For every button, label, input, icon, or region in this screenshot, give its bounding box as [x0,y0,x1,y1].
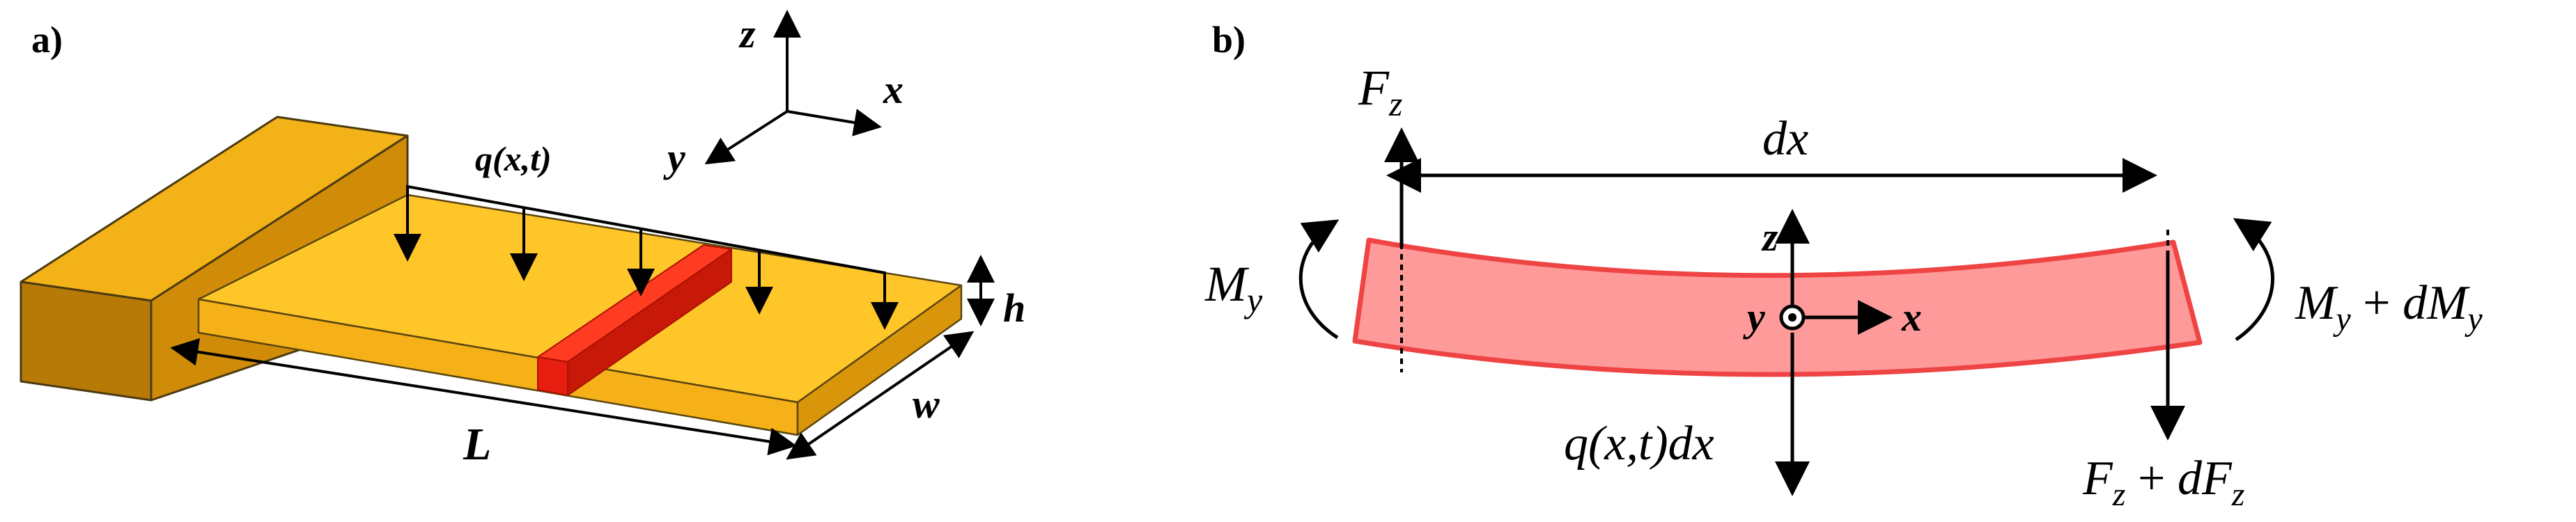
clamp-front-face [20,280,153,402]
out-of-plane-y-symbol [1779,304,1806,331]
width-dimension-arrow [786,331,975,460]
panel-b: b) dx Fz My My + dMy Fz + dFz z y x [1204,19,2483,513]
left-moment-arrow [1298,219,1340,340]
thickness-label-h: h [1003,285,1025,331]
right-shear-dbase: dF [2178,452,2233,505]
panel-b-label: b) [1212,19,1246,61]
triad-z-label: z [738,11,756,56]
right-shear-base: F [2082,452,2113,505]
left-shear-label: Fz [1358,60,1402,123]
local-x-label: x [1901,294,1922,340]
right-shear-dsub: z [2231,476,2245,513]
right-moment-base: M [2295,276,2338,330]
left-moment-sub: y [1243,280,1263,319]
right-moment-sub: y [2332,301,2351,338]
local-y-label: y [1743,294,1765,340]
y-axis-dot [1788,313,1797,322]
right-shear-label: Fz + dFz [2082,452,2245,513]
left-moment-label: My [1204,256,1263,319]
panel-a-label: a) [31,19,63,61]
width-label-w: w [913,381,940,427]
right-moment-dsub: y [2464,301,2483,338]
triad-y-label: y [663,135,685,180]
right-shear-sub: z [2112,476,2126,513]
right-moment-arrow [2233,218,2274,342]
left-moment-base: M [1204,256,1250,312]
dx-label: dx [1762,112,1808,166]
right-moment-label: My + dMy [2295,276,2483,338]
left-shear-base: F [1358,60,1390,116]
left-shear-sub: z [1388,84,1402,123]
panel-a: a) z x y [20,10,1025,470]
load-label-q: q(x,t) [475,139,552,178]
load-label-q-dx: q(x,t)dx [1564,417,1714,470]
length-label-L: L [463,419,491,470]
element-front-face [537,356,568,396]
distributed-load [394,184,899,330]
triad-x-label: x [883,67,903,112]
x-axis-arrow [786,109,882,136]
local-z-label: z [1761,214,1778,260]
y-axis-arrow [704,110,789,165]
panel-a-axes-triad [704,10,882,165]
right-shear-plus: + [2125,452,2177,505]
right-moment-plus: + [2351,276,2403,330]
right-moment-dbase: dM [2403,276,2470,330]
length-dimension-arrow [170,338,797,456]
deformed-beam-element [1352,237,2203,377]
